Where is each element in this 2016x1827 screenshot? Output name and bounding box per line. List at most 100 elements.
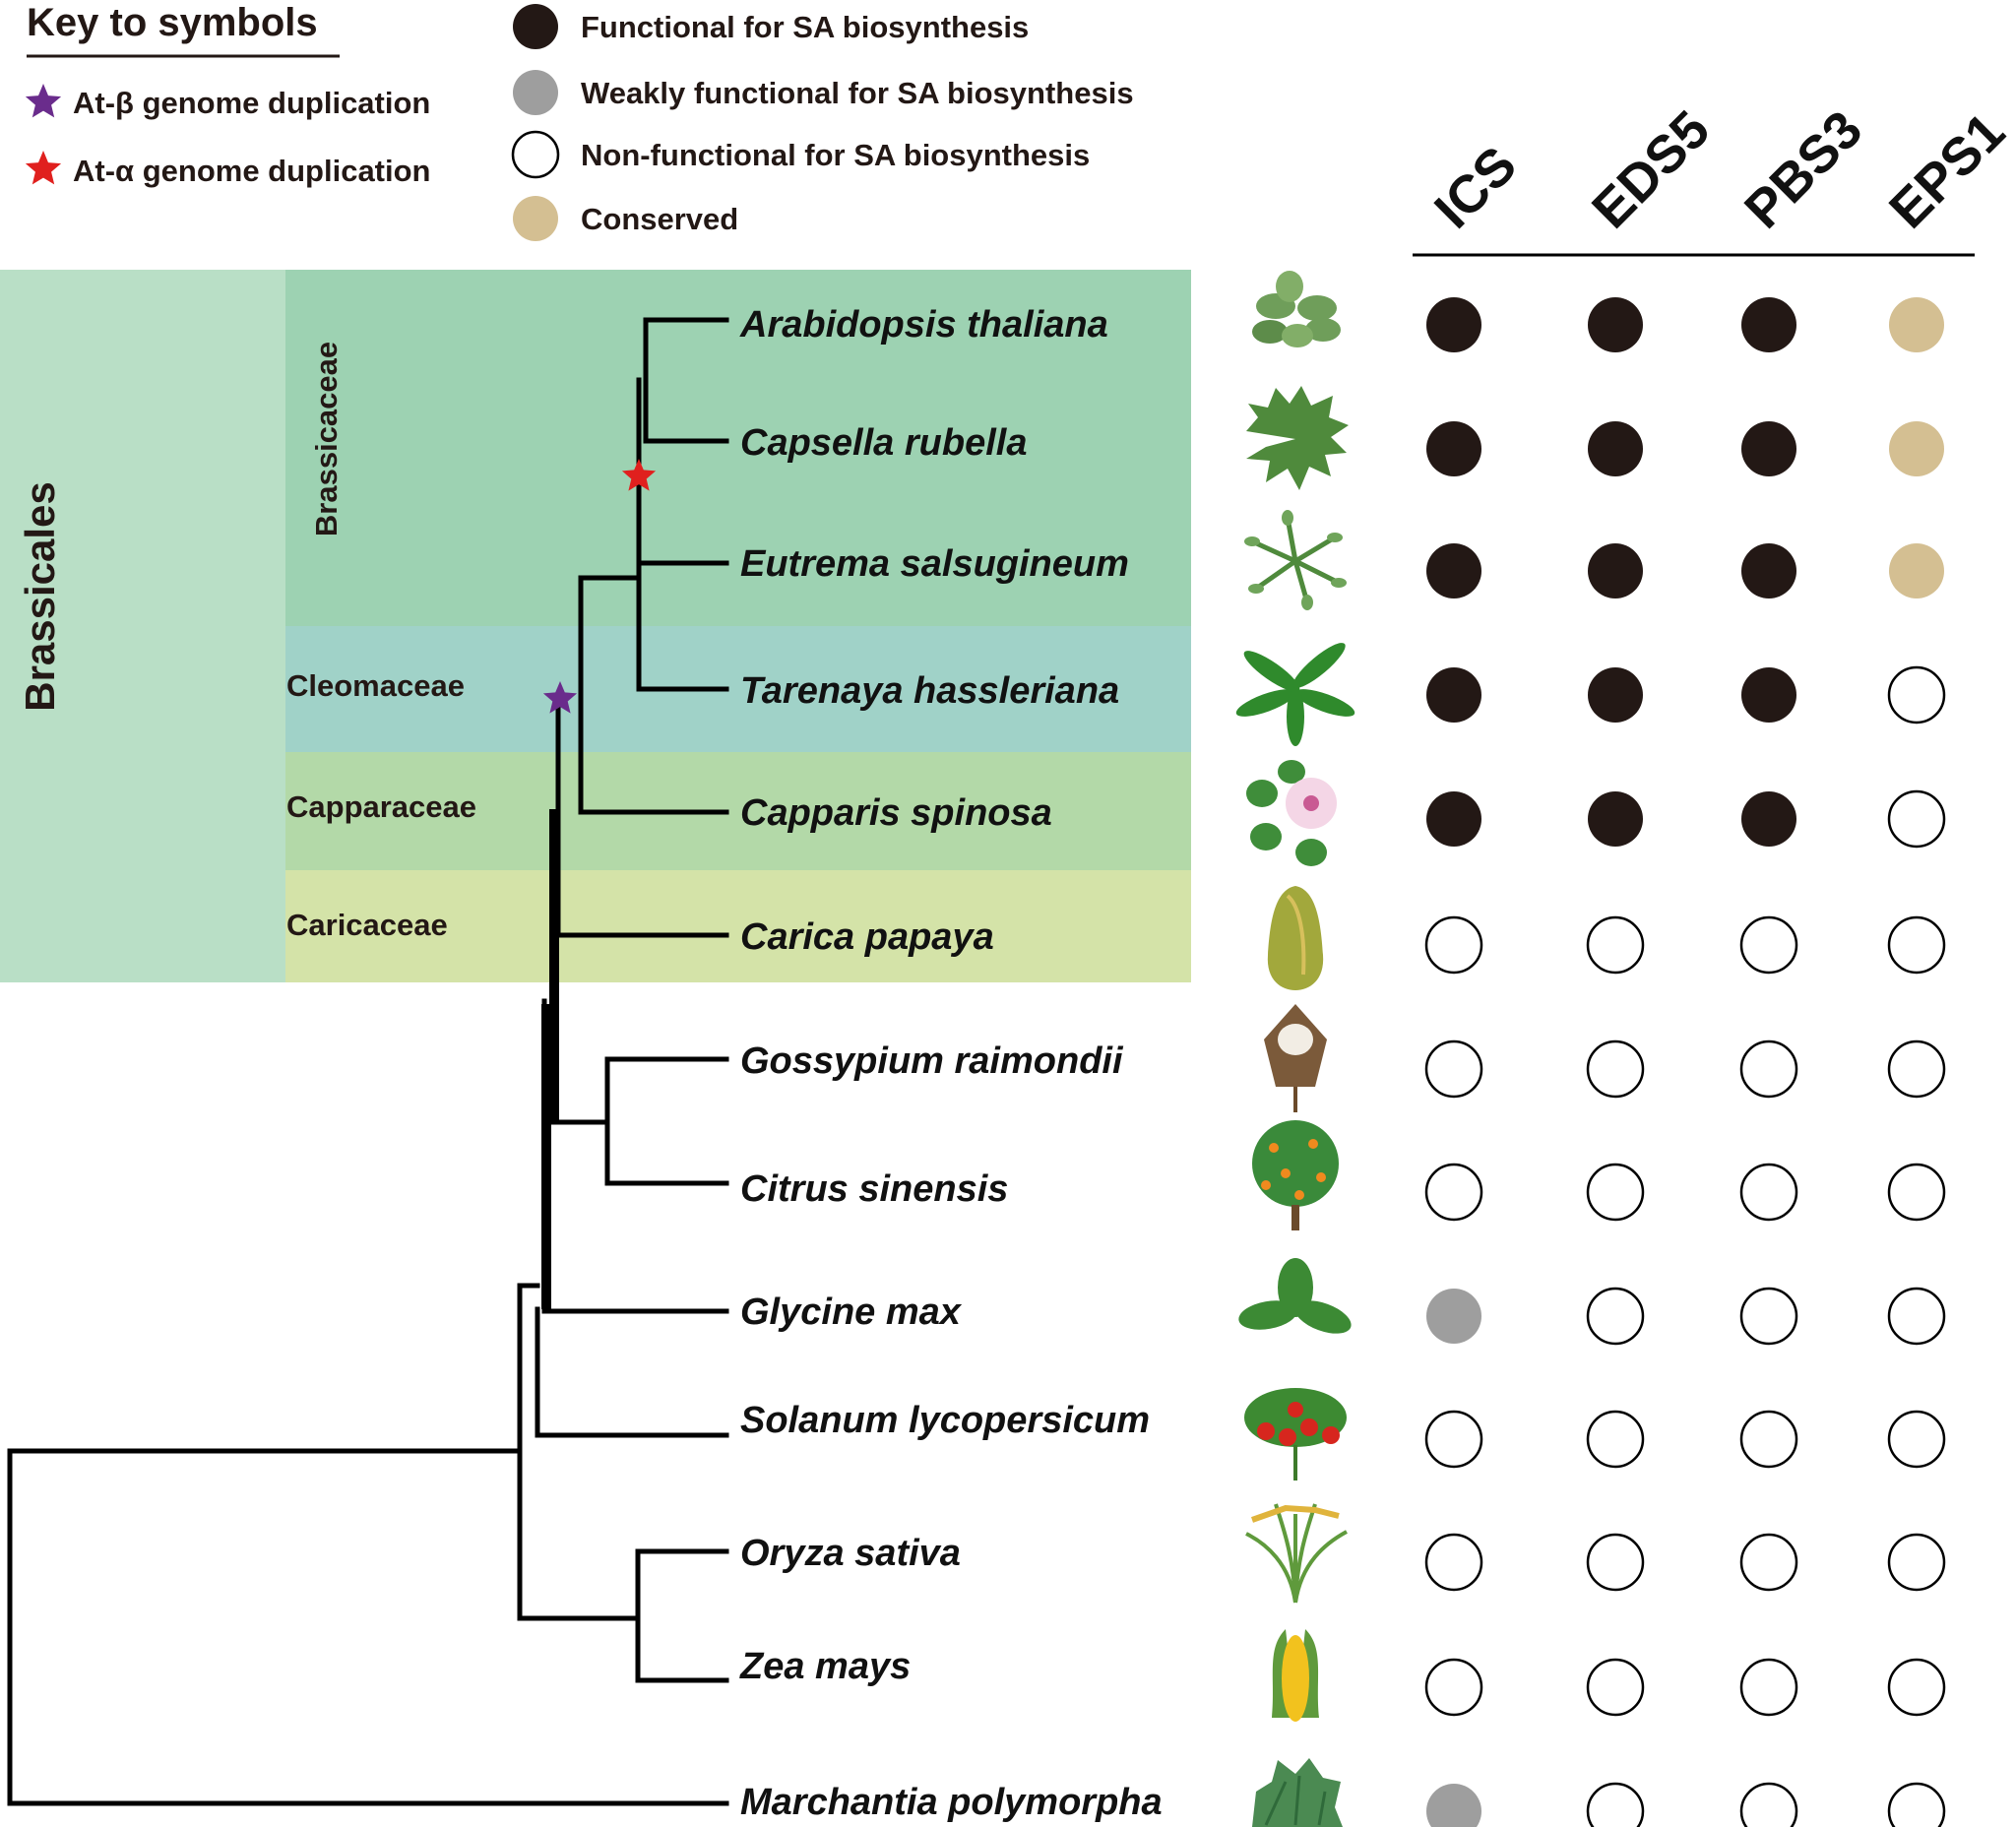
state-circle-ics xyxy=(1424,1410,1483,1469)
nonfunctional-circle-icon xyxy=(511,130,560,179)
species-label: Oryza sativa xyxy=(740,1533,961,1574)
cotton-boll-icon xyxy=(1264,1004,1327,1112)
weak-circle-icon xyxy=(513,70,558,115)
state-circle-eds5 xyxy=(1586,1163,1645,1222)
orange-tree-icon xyxy=(1252,1120,1339,1230)
species-label: Capparis spinosa xyxy=(740,792,1052,834)
brassicales-label: Brassicales xyxy=(17,481,63,712)
state-circle-ics xyxy=(1426,1784,1481,1827)
state-circle-eps1 xyxy=(1887,1533,1946,1592)
key-title: Key to symbols xyxy=(27,1,318,44)
key-label-conserved: Conserved xyxy=(581,202,738,236)
state-circle-ics xyxy=(1426,543,1481,598)
state-circle-pbs3 xyxy=(1739,1410,1798,1469)
lobed-leaf-rosette-icon xyxy=(1246,386,1349,490)
brassicaceae-region xyxy=(285,270,1191,626)
symbol-key: Key to symbols At-β genome duplication A… xyxy=(25,1,1134,241)
state-circle-pbs3 xyxy=(1741,791,1796,847)
species-label: Tarenaya hassleriana xyxy=(740,670,1119,712)
state-circle-eds5 xyxy=(1586,915,1645,975)
papaya-fruit-icon xyxy=(1267,886,1324,990)
state-circle-eds5 xyxy=(1586,1533,1645,1592)
state-circle-ics xyxy=(1426,297,1481,352)
gene-label-eds5: EDS5 xyxy=(1581,99,1721,239)
state-circle-ics xyxy=(1424,1163,1483,1222)
state-circle-pbs3 xyxy=(1741,667,1796,723)
state-circle-eds5 xyxy=(1588,297,1643,352)
corn-cob-icon xyxy=(1272,1629,1319,1722)
species-label: Eutrema salsugineum xyxy=(740,543,1129,585)
state-circle-eps1 xyxy=(1889,543,1944,598)
species-label: Solanum lycopersicum xyxy=(740,1400,1150,1441)
state-circle-eds5 xyxy=(1586,1658,1645,1717)
at-alpha-duplication-star-icon xyxy=(621,459,657,491)
brassicaceae-label: Brassicaceae xyxy=(309,342,344,536)
state-circle-pbs3 xyxy=(1739,1163,1798,1222)
state-circle-eds5 xyxy=(1586,1782,1645,1827)
caricaceae-label: Caricaceae xyxy=(286,908,448,942)
rosette-plant-icon xyxy=(1252,271,1341,347)
gene-state-grid xyxy=(1424,297,1946,1827)
state-circle-pbs3 xyxy=(1739,915,1798,975)
capparaceae-region xyxy=(285,752,1191,870)
species-label: Arabidopsis thaliana xyxy=(739,304,1108,346)
state-circle-pbs3 xyxy=(1741,297,1796,352)
gene-header: ICS EDS5 PBS3 EPS1 xyxy=(1413,99,2016,257)
cleomaceae-region xyxy=(285,626,1191,752)
trifoliate-leaf-icon xyxy=(1238,1258,1352,1334)
species-label: Glycine max xyxy=(740,1292,963,1333)
at-beta-duplication-star-icon xyxy=(542,681,578,714)
brassicales-region xyxy=(0,270,285,982)
state-circle-eps1 xyxy=(1887,1287,1946,1346)
plant-icons xyxy=(1235,271,1355,1827)
state-circle-eps1 xyxy=(1887,1163,1946,1222)
palmate-leaf-icon xyxy=(1235,643,1355,746)
state-circle-eps1 xyxy=(1887,1040,1946,1099)
state-circle-ics xyxy=(1426,667,1481,723)
key-label-nonfunctional: Non-functional for SA biosynthesis xyxy=(581,138,1090,172)
state-circle-eps1 xyxy=(1887,915,1946,975)
functional-circle-icon xyxy=(513,4,558,49)
state-circle-eds5 xyxy=(1586,1287,1645,1346)
key-label-functional: Functional for SA biosynthesis xyxy=(581,10,1029,44)
phylogenetic-tree xyxy=(7,317,729,1806)
state-circle-eps1 xyxy=(1887,665,1946,724)
gene-label-ics: ICS xyxy=(1423,135,1528,239)
conserved-circle-icon xyxy=(513,196,558,241)
species-label: Gossypium raimondii xyxy=(740,1040,1124,1082)
state-circle-ics xyxy=(1426,421,1481,476)
state-circle-ics xyxy=(1426,791,1481,847)
at-alpha-star-icon xyxy=(25,151,62,185)
state-circle-ics xyxy=(1424,1658,1483,1717)
caricaceae-region xyxy=(285,870,1191,982)
state-circle-pbs3 xyxy=(1739,1782,1798,1827)
tree-backbone-thick xyxy=(541,809,559,1309)
state-circle-eds5 xyxy=(1586,1410,1645,1469)
state-circle-eds5 xyxy=(1588,791,1643,847)
key-label-at-alpha: At-α genome duplication xyxy=(73,154,431,188)
species-label: Zea mays xyxy=(739,1646,911,1687)
state-circle-ics xyxy=(1424,915,1483,975)
species-label: Capsella rubella xyxy=(740,422,1027,464)
state-circle-pbs3 xyxy=(1741,543,1796,598)
at-beta-star-icon xyxy=(25,84,62,118)
rice-plant-icon xyxy=(1245,1503,1348,1604)
species-labels: Arabidopsis thaliana Capsella rubella Eu… xyxy=(739,304,1163,1823)
state-circle-eds5 xyxy=(1588,667,1643,723)
state-circle-eds5 xyxy=(1588,543,1643,598)
state-circle-eps1 xyxy=(1889,297,1944,352)
state-circle-eps1 xyxy=(1887,1782,1946,1827)
clade-backgrounds: Brassicales Brassicaceae Cleomaceae Capp… xyxy=(0,270,1191,982)
caper-flower-icon xyxy=(1246,760,1337,866)
gene-label-eps1: EPS1 xyxy=(1878,101,2016,239)
state-circle-ics xyxy=(1424,1533,1483,1592)
species-label: Citrus sinensis xyxy=(740,1168,1008,1210)
state-circle-eps1 xyxy=(1887,1410,1946,1469)
state-circle-eds5 xyxy=(1586,1040,1645,1099)
state-circle-pbs3 xyxy=(1739,1533,1798,1592)
state-circle-eps1 xyxy=(1887,789,1946,849)
state-circle-ics xyxy=(1426,1289,1481,1344)
liverwort-thallus-icon xyxy=(1252,1758,1343,1827)
state-circle-pbs3 xyxy=(1739,1287,1798,1346)
